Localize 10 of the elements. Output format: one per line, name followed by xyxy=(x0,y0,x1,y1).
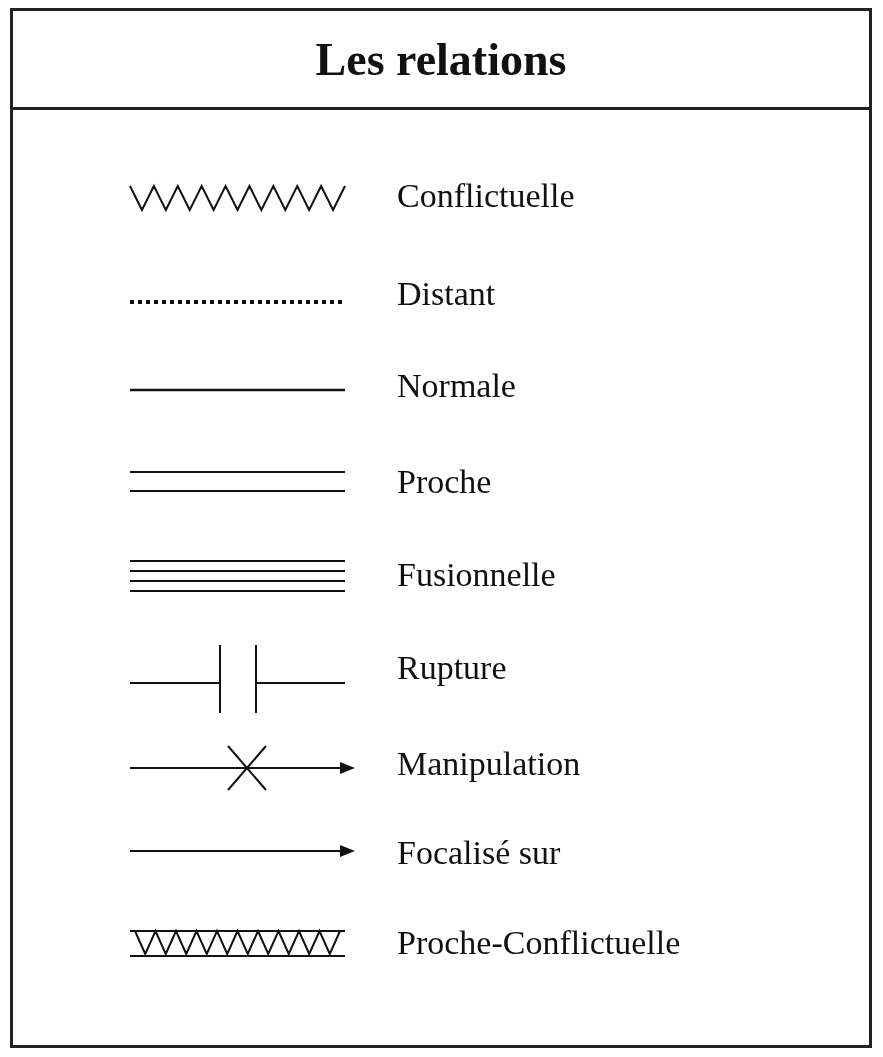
legend-label: Proche xyxy=(397,462,492,502)
legend-label: Manipulation xyxy=(397,744,581,784)
legend-title: Les relations xyxy=(315,32,567,86)
legend-label: Proche-Conflictuelle xyxy=(397,923,681,963)
legend-label: Fusionnelle xyxy=(397,555,556,595)
legend-label: Normale xyxy=(397,366,516,406)
legend-label: Conflictuelle xyxy=(397,176,575,216)
legend-label: Focalisé sur xyxy=(397,833,561,873)
legend-label: Rupture xyxy=(397,648,507,688)
legend-label: Distant xyxy=(397,274,496,314)
